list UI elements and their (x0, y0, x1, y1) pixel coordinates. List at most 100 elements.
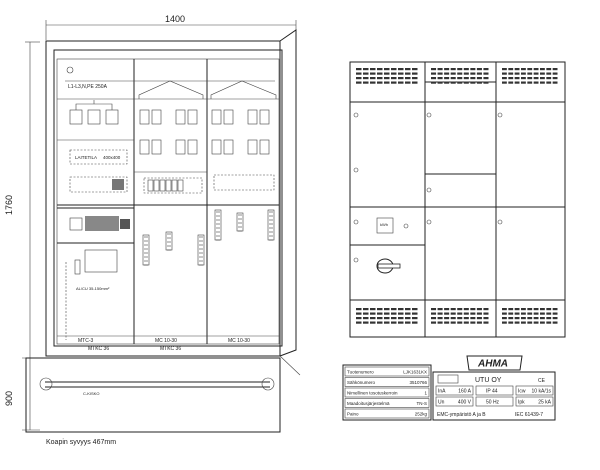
ventilation-grilles (356, 68, 558, 324)
vent-slot (450, 308, 456, 311)
vent-slot (521, 77, 526, 80)
vent-slot (363, 308, 369, 311)
table-row (344, 366, 430, 377)
vent-slot (412, 77, 418, 80)
vent-slot (412, 321, 418, 324)
vent-slot (502, 321, 507, 324)
height-dimension: 1760 900 (4, 41, 40, 431)
vent-slot (457, 81, 463, 84)
vent-slot (508, 317, 514, 320)
vent-slot (377, 321, 383, 324)
main-switch-handle-icon[interactable] (376, 258, 401, 274)
brand-logo: AHMA (477, 359, 508, 370)
terminal-block (112, 179, 124, 190)
vent-slot (377, 72, 383, 75)
vent-slot (412, 317, 418, 320)
vent-slot (398, 77, 404, 80)
vent-slot (384, 72, 390, 75)
enclosure-front (349, 61, 566, 338)
vent-slot (398, 308, 404, 311)
vent-slot (412, 312, 418, 315)
terminal-column (197, 234, 205, 266)
vent-slot (437, 72, 443, 75)
vent-slot (483, 68, 489, 71)
cable-label: AL/CU 35-150mm² (76, 286, 110, 291)
front-view-open: 1400 1760 900 L1-L3,N,PE 250A (4, 14, 301, 446)
vent-slot (412, 81, 418, 84)
breaker (247, 109, 258, 125)
breaker (159, 179, 166, 192)
vent-slot (363, 321, 369, 324)
row-label: Tuotenumero (347, 370, 374, 375)
vent-slot (450, 321, 456, 324)
vent-slot (437, 68, 443, 71)
vent-slot (377, 77, 383, 80)
vent-slot (521, 312, 526, 315)
vent-slot (552, 81, 558, 84)
label-mtkc-1: MTKC 36 (88, 346, 109, 352)
device-plate-area (69, 149, 128, 165)
lock-icon (353, 219, 359, 225)
vent-slot (398, 321, 404, 324)
vent-slot (521, 308, 526, 311)
plinth: C-KISKO (25, 357, 281, 433)
vent-slot (398, 72, 404, 75)
vent-slot (470, 68, 476, 71)
lock-icon (353, 167, 359, 173)
breaker (223, 109, 234, 125)
vent-slot (391, 308, 397, 311)
vent-slot (398, 81, 404, 84)
breaker (151, 139, 162, 155)
vent-slot (384, 81, 390, 84)
vent-slot (508, 81, 514, 84)
rating-label: 50 Hz (486, 400, 500, 406)
breaker (147, 179, 154, 192)
vent-slot (470, 312, 476, 315)
vent-slot (546, 308, 552, 311)
vent-slot (540, 77, 545, 80)
vent-slot (377, 317, 383, 320)
breaker (151, 109, 162, 125)
vent-slot (363, 72, 369, 75)
vent-slot (483, 72, 489, 75)
vent-slot (457, 68, 463, 71)
rail-label: C-KISKO (83, 391, 99, 396)
rating-cell (515, 396, 554, 407)
door-swing-line (279, 355, 301, 376)
terminal-column (165, 231, 173, 251)
main-switch-group (69, 100, 119, 125)
vent-slot (363, 312, 369, 315)
vent-slot (463, 72, 469, 75)
vent-slot (384, 312, 390, 315)
vent-slot (444, 308, 450, 311)
vent-slot (502, 68, 507, 71)
vent-slot (398, 317, 404, 320)
vent-slot (514, 312, 520, 315)
vent-slot (450, 312, 456, 315)
vent-slot (437, 312, 443, 315)
vent-slot (508, 77, 514, 80)
vent-slot (521, 81, 526, 84)
vent-slot (431, 312, 437, 315)
miniature-breakers (139, 109, 270, 192)
vent-slot (508, 308, 514, 311)
vent-slot (444, 81, 450, 84)
vent-slot (483, 81, 489, 84)
vent-slot (384, 77, 390, 80)
mounting-panel (53, 49, 283, 347)
vent-slot (384, 308, 390, 311)
breaker (153, 179, 160, 192)
vent-slot (431, 77, 437, 80)
lock-icon (426, 187, 432, 193)
vent-slot (463, 321, 469, 324)
vent-slot (405, 68, 411, 71)
vent-slot (377, 312, 383, 315)
row-value: LJK1631KX (403, 370, 427, 375)
vent-slot (444, 72, 450, 75)
rating-label: InA (438, 389, 446, 395)
rating-value: 160 A (458, 389, 471, 395)
label-mtkc-2: MTKC 36 (160, 346, 181, 352)
vent-slot (476, 317, 482, 320)
